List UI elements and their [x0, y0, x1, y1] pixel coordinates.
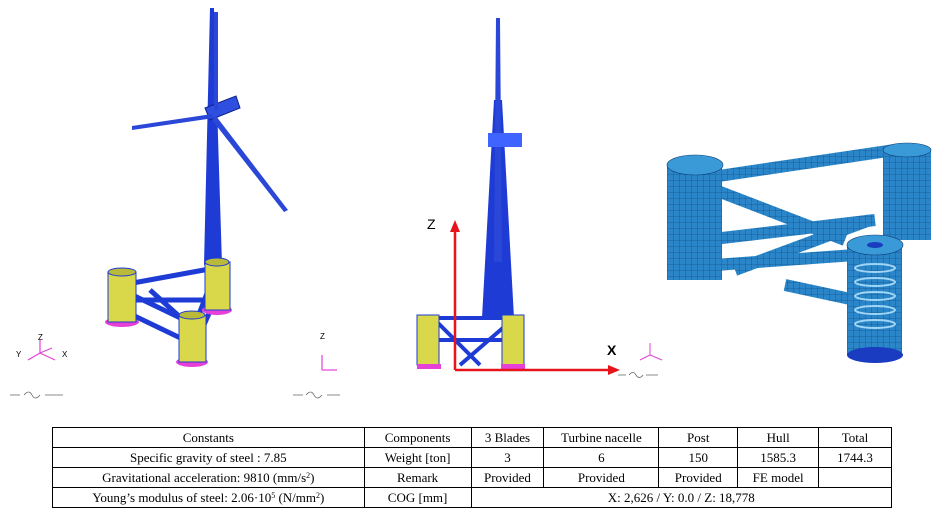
table-cell: Total: [818, 427, 892, 448]
table-cell: Remark: [363, 467, 472, 488]
svg-text:X: X: [62, 350, 68, 359]
table-cell: [818, 467, 892, 488]
svg-text:Z: Z: [320, 332, 325, 341]
table-cell: 1585.3: [737, 447, 820, 468]
table-cell: FE model: [737, 467, 820, 488]
fe-model-isometric-view: Z Y X Z: [10, 8, 340, 399]
table-cell: 150: [658, 447, 739, 468]
svg-text:Y: Y: [16, 350, 22, 359]
table-row-remark: Gravitational acceleration: 9810 (mm/s2)…: [52, 467, 892, 488]
table-cell: 1744.3: [818, 447, 892, 468]
table-cell: 6: [543, 447, 660, 468]
table-row-cog: Young’s modulus of steel: 2.06·105 (N/mm…: [52, 487, 893, 508]
table-cell: Constants: [52, 427, 365, 448]
svg-text:Z: Z: [38, 333, 43, 342]
table-cell: Provided: [470, 467, 545, 488]
table-row-weight: Specific gravity of steel : 7.85 Weight …: [52, 447, 892, 468]
table-cell: Specific gravity of steel : 7.85: [52, 447, 365, 468]
table-row-header: Constants Components 3 Blades Turbine na…: [52, 427, 892, 448]
table-cell: COG [mm]: [363, 487, 472, 508]
table-cell: Turbine nacelle: [543, 427, 660, 448]
table-cell-cog: X: 2,626 / Y: 0.0 / Z: 18,778: [470, 487, 893, 508]
table-cell: Weight [ton]: [363, 447, 472, 468]
table-cell: Provided: [658, 467, 739, 488]
fe-model-side-view: Z X: [416, 18, 663, 378]
table-cell: Provided: [543, 467, 660, 488]
table-cell: Hull: [737, 427, 820, 448]
axis-z-label: Z: [427, 216, 436, 232]
table-cell: 3: [470, 447, 545, 468]
table-cell-young-modulus: Young’s modulus of steel: 2.06·105 (N/mm…: [52, 487, 365, 508]
axis-x-label: X: [607, 342, 617, 358]
specification-table: Constants Components 3 Blades Turbine na…: [52, 427, 893, 508]
table-cell: 3 Blades: [470, 427, 545, 448]
hull-mesh-closeup: [666, 142, 932, 363]
table-cell: Post: [658, 427, 739, 448]
table-cell: Components: [363, 427, 472, 448]
table-cell-gravity: Gravitational acceleration: 9810 (mm/s2): [52, 467, 365, 488]
